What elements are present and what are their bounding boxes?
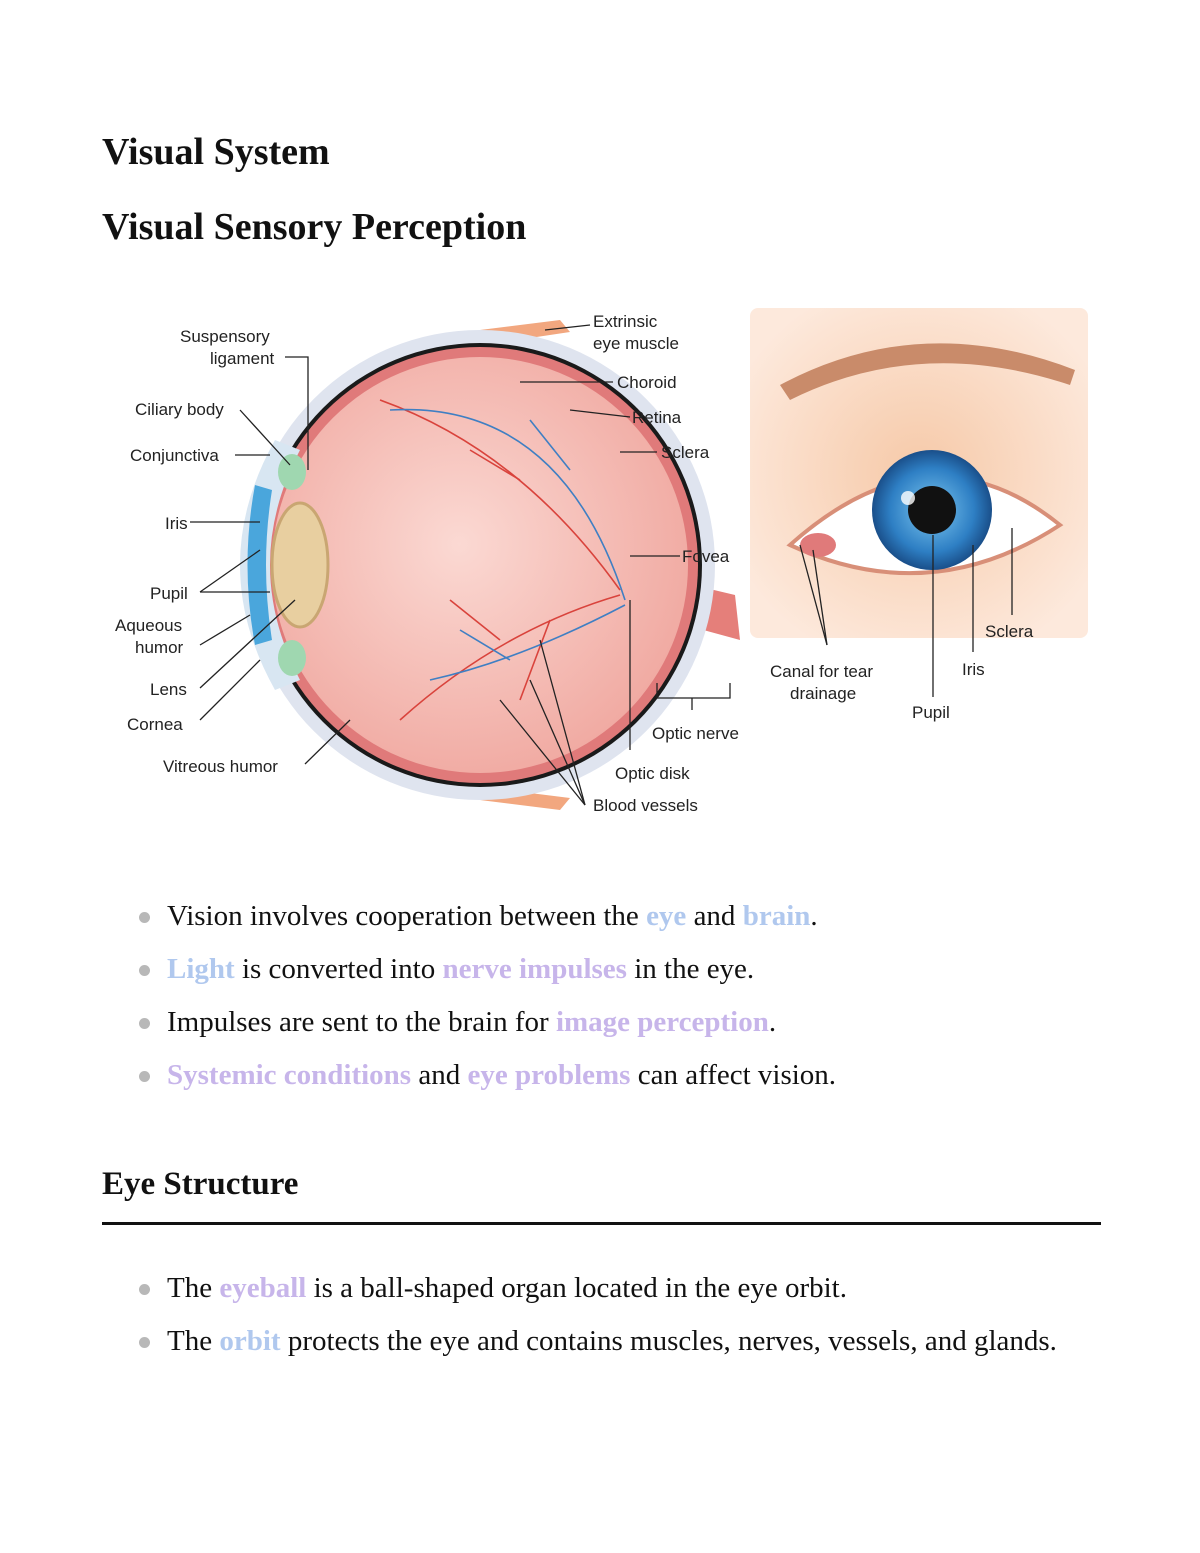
label-suspensory-ligament-2: ligament [210,349,275,368]
label-sclera-external: Sclera [985,622,1034,641]
list-item: The orbit protects the eye and contains … [135,1315,1095,1368]
label-suspensory-ligament-1: Suspensory [180,327,270,346]
list-item-text: Vision involves cooperation between the [167,900,646,932]
list-item-text: protects the eye and contains muscles, n… [281,1325,1057,1357]
label-pupil-external: Pupil [912,703,950,722]
list-item-text: Impulses are sent to the brain for [167,1006,556,1038]
list-item-text: is converted into [235,953,443,985]
label-aqueous-humor-1: Aqueous [115,616,182,635]
label-extrinsic-eye-muscle-2: eye muscle [593,334,679,353]
label-pupil: Pupil [150,584,188,603]
label-choroid: Choroid [617,373,677,392]
lens-shape [272,503,328,627]
highlighted-term: brain [743,900,811,932]
highlighted-term: eye problems [467,1059,630,1091]
eye-anatomy-illustration: Suspensory ligament Ciliary body Conjunc… [100,300,1100,840]
section-heading-eye-structure: Eye Structure [102,1166,298,1203]
section-divider [102,1222,1101,1225]
highlighted-term: eyeball [219,1272,306,1304]
label-cornea: Cornea [127,715,183,734]
list-item: Systemic conditions and eye problems can… [135,1049,1095,1102]
structure-bullet-list: The eyeball is a ball-shaped organ locat… [135,1262,1095,1368]
list-item-text: and [411,1059,467,1091]
reflection-highlight [901,491,915,505]
label-conjunctiva: Conjunctiva [130,446,219,465]
list-item-text: . [810,900,817,932]
list-item: Impulses are sent to the brain for image… [135,996,1095,1049]
list-item-text: The [167,1272,219,1304]
label-canal-tear-drainage-1: Canal for tear [770,662,873,681]
label-canal-tear-drainage-2: drainage [790,684,856,703]
page-title: Visual System [102,130,330,174]
highlighted-term: eye [646,900,686,932]
label-extrinsic-eye-muscle-1: Extrinsic [593,312,658,331]
label-ciliary-body: Ciliary body [135,400,224,419]
highlighted-term: orbit [219,1325,280,1357]
highlighted-term: image perception [556,1006,769,1038]
label-iris-external: Iris [962,660,985,679]
vitreous-body [272,357,688,773]
ciliary-body-lower-shape [278,640,306,676]
label-lens: Lens [150,680,187,699]
highlighted-term: Light [167,953,235,985]
list-item-text: The [167,1325,219,1357]
list-item-text: and [686,900,742,932]
ciliary-body-shape [278,454,306,490]
list-item: The eyeball is a ball-shaped organ locat… [135,1262,1095,1315]
highlighted-term: Systemic conditions [167,1059,411,1091]
label-sclera: Sclera [661,443,710,462]
label-optic-nerve: Optic nerve [652,724,739,743]
label-optic-disk: Optic disk [615,764,690,783]
eye-anatomy-figure: Suspensory ligament Ciliary body Conjunc… [100,300,1100,840]
perception-bullet-list: Vision involves cooperation between the … [135,890,1095,1102]
external-eye: Canal for tear drainage Pupil Iris Scler… [750,308,1088,722]
list-item: Light is converted into nerve impulses i… [135,943,1095,996]
list-item-text: . [769,1006,776,1038]
tear-caruncle [800,533,836,557]
eye-cross-section: Suspensory ligament Ciliary body Conjunc… [115,312,740,815]
list-item-text: can affect vision. [630,1059,836,1091]
label-fovea: Fovea [682,547,730,566]
label-blood-vessels: Blood vessels [593,796,698,815]
section-heading-perception: Visual Sensory Perception [102,205,526,249]
label-retina: Retina [632,408,682,427]
pupil-external [908,486,956,534]
label-vitreous-humor: Vitreous humor [163,757,278,776]
label-aqueous-humor-2: humor [135,638,184,657]
highlighted-term: nerve impulses [442,953,626,985]
list-item: Vision involves cooperation between the … [135,890,1095,943]
label-iris: Iris [165,514,188,533]
list-item-text: is a ball-shaped organ located in the ey… [306,1272,847,1304]
list-item-text: in the eye. [627,953,754,985]
